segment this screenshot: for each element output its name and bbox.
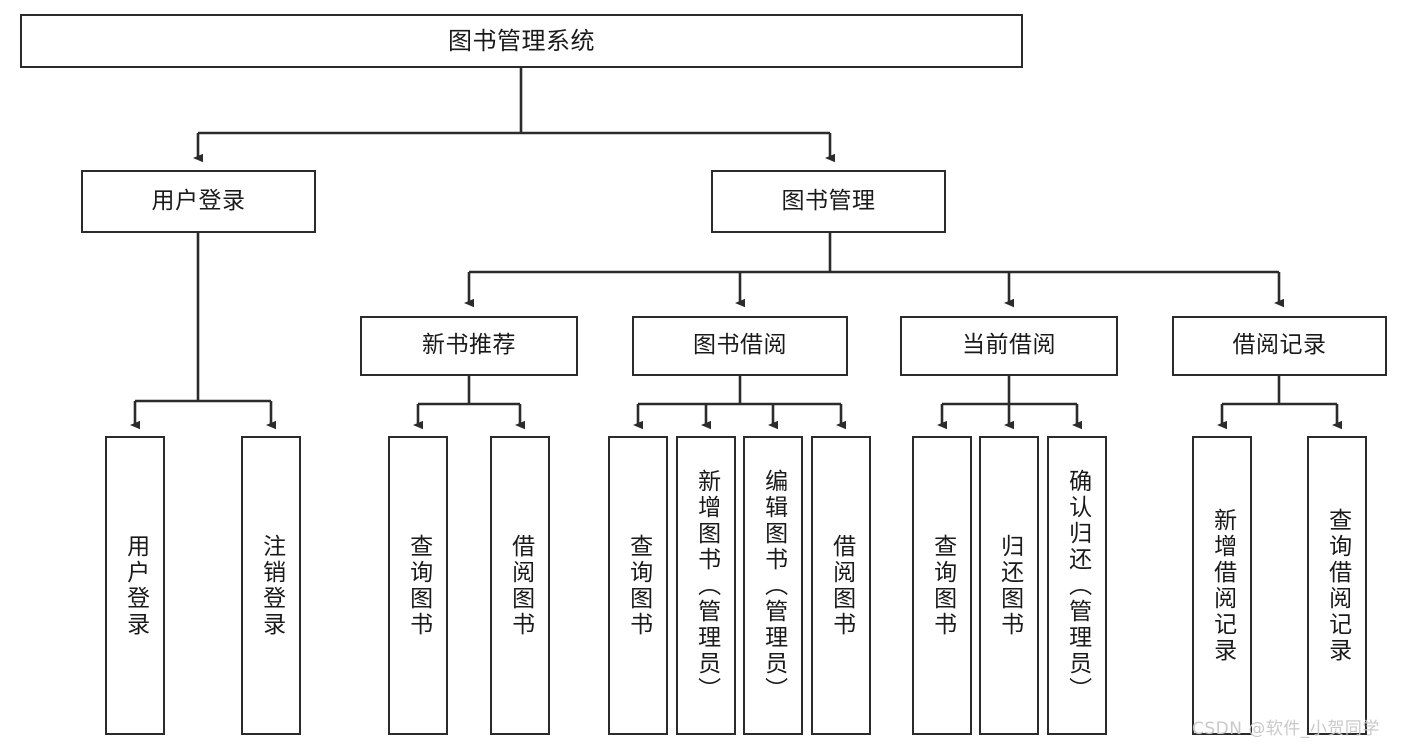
- node-borrow-record[interactable]: 借阅记录: [1172, 316, 1387, 376]
- edges-root-to-level1: [193, 68, 835, 163]
- node-label: 查询图书: [405, 533, 432, 638]
- leaf-logout[interactable]: 注销登录: [241, 436, 301, 735]
- node-book-borrow[interactable]: 图书借阅: [632, 316, 848, 376]
- node-book-management[interactable]: 图书管理: [711, 170, 946, 233]
- node-label: 图书借阅: [693, 332, 787, 359]
- node-label: 借阅记录: [1232, 332, 1327, 359]
- leaf-confirm-return-admin[interactable]: 确认归还（管理员）: [1047, 436, 1107, 735]
- node-label: 当前借阅: [962, 332, 1056, 359]
- node-label: 借阅图书: [828, 533, 855, 638]
- edges-new-books-to-leaves: [413, 376, 525, 430]
- leaf-user-login[interactable]: 用户登录: [105, 436, 165, 735]
- leaf-query-books-borrow[interactable]: 查询图书: [608, 436, 668, 735]
- leaf-query-books-current[interactable]: 查询图书: [912, 436, 972, 735]
- node-label: 确认归还（管理员）: [1064, 468, 1091, 703]
- edges-borrow-record-to-leaves: [1217, 376, 1342, 430]
- leaf-edit-book-admin[interactable]: 编辑图书（管理员）: [743, 436, 803, 735]
- node-new-book-recommend[interactable]: 新书推荐: [360, 316, 578, 376]
- leaf-add-borrow-record[interactable]: 新增借阅记录: [1192, 436, 1252, 735]
- node-label: 查询图书: [625, 533, 652, 638]
- node-label: 新增图书（管理员）: [693, 468, 720, 703]
- node-label: 查询借阅记录: [1324, 507, 1351, 664]
- node-label: 编辑图书（管理员）: [760, 468, 787, 703]
- node-label: 图书管理: [781, 187, 876, 214]
- node-current-borrow[interactable]: 当前借阅: [900, 316, 1118, 376]
- node-label: 注销登录: [258, 533, 285, 638]
- leaf-query-books-new-recommend[interactable]: 查询图书: [388, 436, 448, 735]
- node-label: 新书推荐: [422, 332, 516, 359]
- edges-book-mgmt-to-level2: [464, 233, 1284, 308]
- node-label: 用户登录: [122, 533, 149, 638]
- node-label: 归还图书: [996, 533, 1023, 638]
- node-label: 图书管理系统: [448, 26, 595, 55]
- node-label: 用户登录: [151, 187, 246, 214]
- node-label: 查询图书: [929, 533, 956, 638]
- node-label: 新增借阅记录: [1209, 507, 1236, 664]
- node-user-login[interactable]: 用户登录: [81, 170, 316, 233]
- edges-current-borrow-to-leaves: [937, 376, 1082, 430]
- leaf-borrow-books[interactable]: 借阅图书: [811, 436, 871, 735]
- leaf-return-books[interactable]: 归还图书: [979, 436, 1039, 735]
- edges-user-login-to-leaves: [130, 233, 276, 430]
- leaf-borrow-books-new-recommend[interactable]: 借阅图书: [490, 436, 550, 735]
- node-root-library-system[interactable]: 图书管理系统: [20, 14, 1023, 68]
- edges-book-borrow-to-leaves: [633, 376, 846, 430]
- leaf-add-book-admin[interactable]: 新增图书（管理员）: [676, 436, 736, 735]
- leaf-query-borrow-record[interactable]: 查询借阅记录: [1307, 436, 1367, 735]
- node-label: 借阅图书: [507, 533, 534, 638]
- csdn-watermark: CSDN @软件_小贺同学: [1192, 719, 1380, 739]
